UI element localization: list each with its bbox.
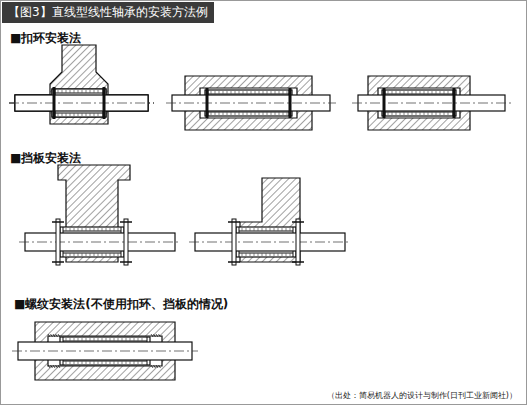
section-heading: ■扣环安装法: [10, 30, 81, 47]
stop-plate: [120, 219, 132, 265]
section-heading: ■挡板安装法: [10, 150, 81, 167]
shaft: [12, 342, 198, 360]
shaft: [166, 95, 336, 111]
retaining-ring: [53, 87, 56, 119]
stop-plate: [228, 219, 240, 265]
shaft: [19, 233, 181, 251]
retaining-ring: [453, 88, 456, 118]
shaft: [9, 95, 154, 111]
shaft: [9, 95, 154, 111]
section-heading: ■螺纹安装法(不使用扣环、挡板的情况): [14, 296, 228, 313]
housing: [50, 45, 108, 124]
stop-plate: [52, 219, 64, 265]
retaining-ring: [289, 88, 292, 118]
source-caption: （出处：简易机器人的设计与制作(日刊工业新闻社)）: [325, 390, 519, 401]
shaft: [352, 95, 511, 111]
figure-title: 【图3】直线型线性轴承的安装方法例: [2, 2, 214, 23]
shaft: [9, 95, 154, 111]
retaining-ring: [206, 88, 209, 118]
stop-plate: [292, 219, 304, 265]
retaining-ring: [383, 88, 386, 118]
retaining-ring: [103, 87, 106, 119]
shaft: [189, 233, 351, 251]
